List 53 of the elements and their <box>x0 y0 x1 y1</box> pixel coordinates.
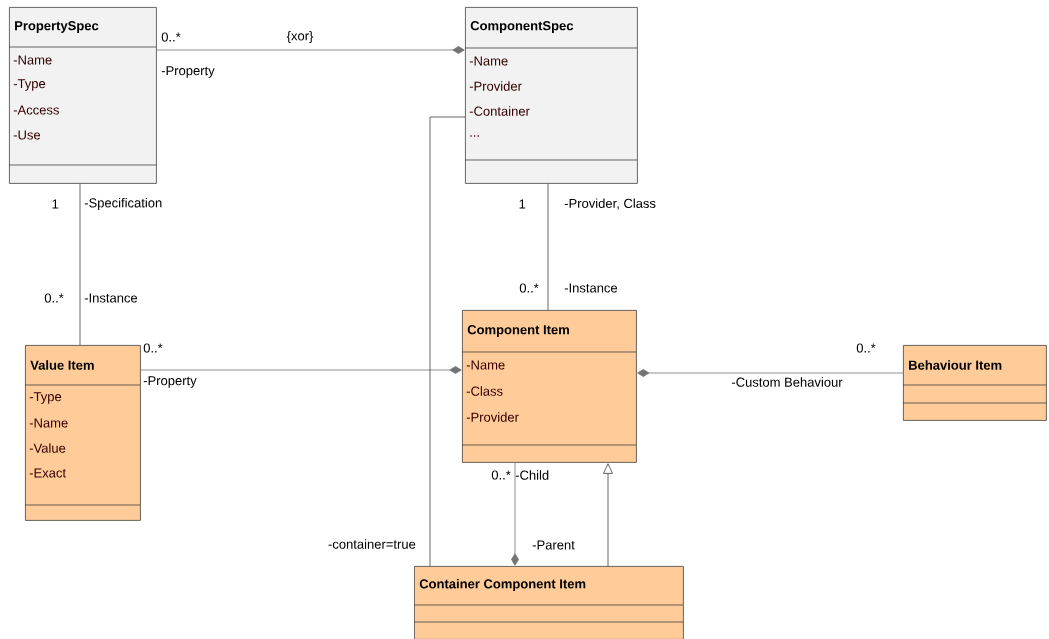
attribute-text: -Provider <box>466 412 519 422</box>
class-box <box>413 566 684 639</box>
association-line <box>429 116 466 567</box>
role-label: 0..* <box>519 283 539 293</box>
class-name: Behaviour Item <box>909 360 1002 370</box>
role-label: 0..* <box>161 32 181 42</box>
attribute-text: -Container <box>469 106 530 116</box>
role-label: -Provider, Class <box>564 198 656 210</box>
role-label: 0..* <box>856 343 876 353</box>
role-label: 1 <box>52 199 59 209</box>
composition-line <box>156 46 465 54</box>
attribute-text: -Name <box>466 360 505 370</box>
attribute-text: -Use <box>13 130 41 140</box>
class-box <box>461 310 637 463</box>
composition-line <box>637 369 904 377</box>
class-box <box>24 345 141 521</box>
role-label: -Child <box>515 470 549 480</box>
attribute-text: ... <box>470 135 479 137</box>
attribute-text: -Provider <box>469 81 522 91</box>
association-line <box>79 183 81 346</box>
attribute-text: -Access <box>13 105 59 115</box>
composition-line <box>140 366 462 374</box>
composition-line <box>511 462 519 566</box>
role-label: 0..* <box>491 470 511 480</box>
role-label: -Parent <box>532 540 575 550</box>
edge-label: -container=true <box>327 538 417 550</box>
edge-label: {xor} <box>285 29 315 45</box>
generalization-arrow <box>603 463 613 567</box>
attribute-text: -Exact <box>29 468 66 478</box>
class-box <box>464 7 638 184</box>
association-line <box>547 183 549 311</box>
role-label: 1 <box>519 199 526 209</box>
class-name: Container Component Item <box>419 578 586 592</box>
class-name: ComponentSpec <box>470 21 574 33</box>
attribute-text: -Name <box>469 56 508 66</box>
role-label: 0..* <box>44 293 64 303</box>
role-label: -Custom Behaviour <box>731 377 843 387</box>
role-label: -Instance <box>564 283 618 293</box>
class-name: Value Item <box>30 360 94 370</box>
attribute-text: -Class <box>466 386 503 396</box>
attribute-text: -Type <box>13 79 46 91</box>
attribute-text: -Name <box>29 418 68 428</box>
role-label: 0..* <box>143 343 163 353</box>
class-box <box>8 7 157 184</box>
class-name: Component Item <box>467 325 569 337</box>
role-label: -Property <box>143 376 197 388</box>
role-label: -Instance <box>84 293 138 303</box>
class-name: PropertySpec <box>15 21 99 33</box>
attribute-text: -Name <box>13 55 52 65</box>
attribute-text: -Value <box>29 443 66 453</box>
attribute-text: -Type <box>29 392 62 404</box>
role-label: -Specification <box>84 197 162 211</box>
class-box <box>902 345 1047 421</box>
